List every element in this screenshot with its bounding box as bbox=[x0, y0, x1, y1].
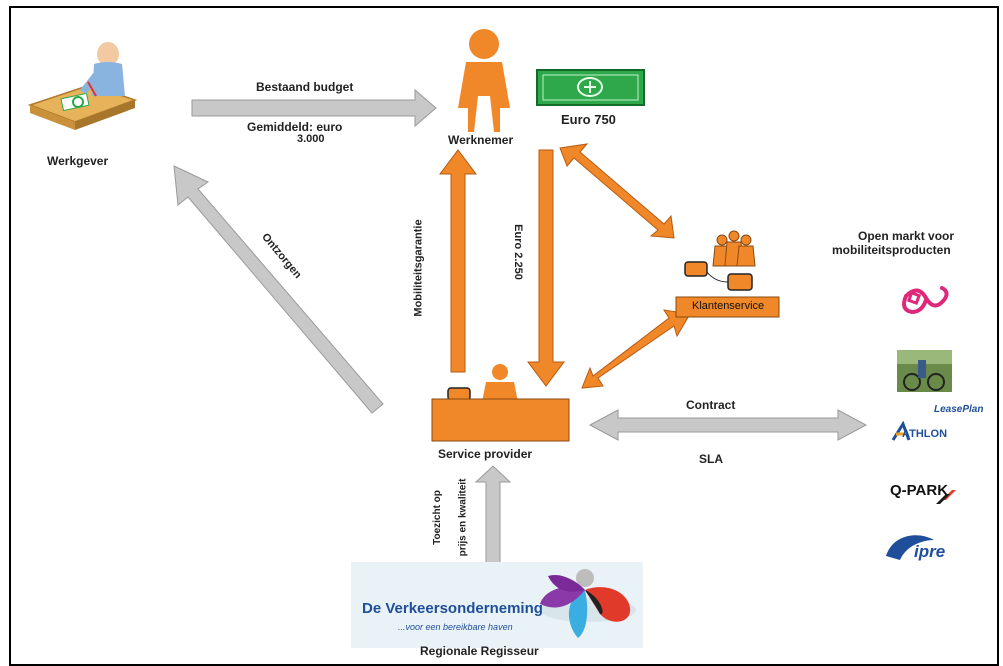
ipre-logo: ipre bbox=[914, 542, 946, 561]
verkeersonderneming-title: De Verkeersonderneming bbox=[362, 600, 543, 617]
gemiddeld-label-line1: Gemiddeld: euro bbox=[247, 120, 343, 134]
money-bill-icon bbox=[536, 69, 645, 106]
service-provider-label: Service provider bbox=[438, 447, 533, 461]
athlon-logo: ATHLON bbox=[902, 428, 948, 440]
arrow-werknemer-klantenservice bbox=[559, 143, 675, 239]
arrow-contract-sla bbox=[588, 409, 868, 441]
bestaand-budget-label: Bestaand budget bbox=[256, 80, 354, 94]
athlon-logo-icon bbox=[891, 420, 911, 441]
sla-label: SLA bbox=[699, 452, 723, 466]
regionale-regisseur-label: Regionale Regisseur bbox=[420, 644, 539, 658]
werknemer-person-icon bbox=[458, 29, 510, 132]
werknemer-label: Werknemer bbox=[448, 133, 514, 147]
arrow-euro-2250 bbox=[527, 149, 565, 387]
arrow-klantenservice-serviceprovider bbox=[581, 309, 691, 389]
bicycle-photo bbox=[897, 350, 952, 392]
euro-2250-label: Euro 2.250 bbox=[511, 224, 524, 280]
leaseplan-logo: LeasePlan bbox=[934, 404, 984, 415]
werkgever-illustration bbox=[27, 42, 138, 130]
contract-label: Contract bbox=[686, 398, 736, 412]
pink-mobility-logo bbox=[902, 286, 949, 315]
mobiliteitsgarantie-label: Mobiliteitsgarantie bbox=[412, 219, 425, 317]
ipre-logo-icon bbox=[886, 535, 934, 560]
arrow-bestaand-budget bbox=[191, 88, 437, 128]
qpark-logo-icon bbox=[936, 490, 956, 504]
arrow-mobiliteitsgarantie bbox=[439, 149, 477, 373]
klantenservice-label: Klantenservice bbox=[692, 300, 765, 312]
toezicht-label-line1: Toezicht op bbox=[431, 490, 443, 545]
verkeersonderneming-logo bbox=[351, 562, 643, 648]
gemiddeld-label-line2: 3.000 bbox=[297, 133, 325, 145]
werkgever-label: Werkgever bbox=[47, 154, 109, 168]
service-provider-icon bbox=[431, 364, 570, 442]
euro-750-label: Euro 750 bbox=[561, 112, 616, 127]
open-markt-label-line1: Open markt voor bbox=[858, 229, 955, 243]
open-markt-label-line2: mobiliteitsproducten bbox=[832, 243, 951, 257]
arrow-toezicht bbox=[474, 465, 512, 565]
klantenservice-icon bbox=[675, 230, 780, 318]
qpark-logo: Q-PARK bbox=[890, 482, 949, 499]
verkeersonderneming-subtitle: ...voor een bereikbare haven bbox=[398, 622, 513, 632]
toezicht-label-line2: prijs en kwaliteit bbox=[457, 478, 469, 557]
arrow-ontzorgen bbox=[173, 165, 384, 414]
